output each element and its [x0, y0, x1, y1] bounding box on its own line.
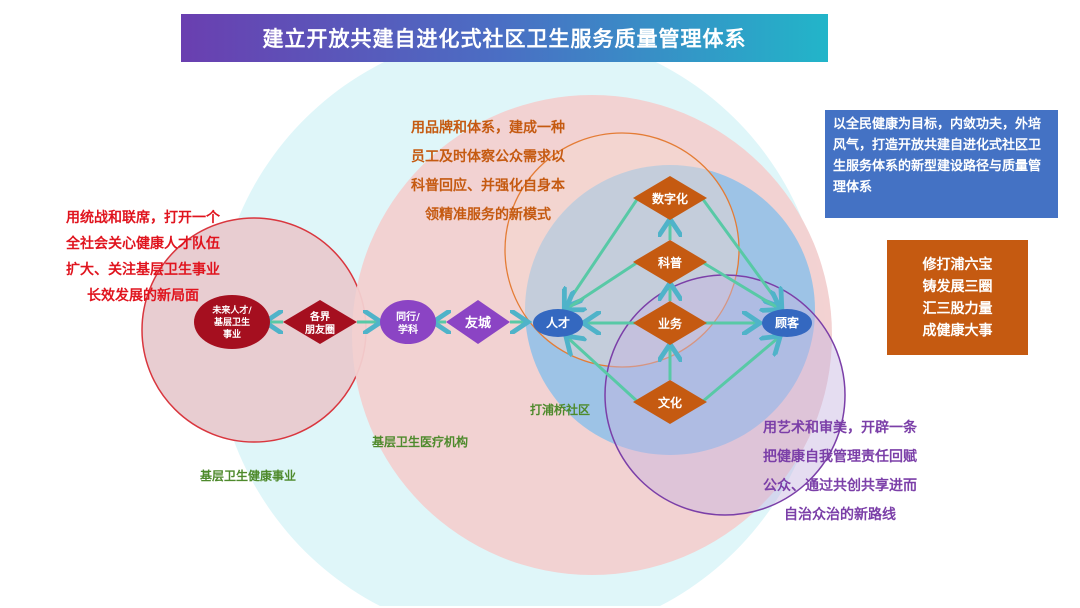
svg-text:数字化: 数字化: [652, 191, 688, 206]
svg-text:友城: 友城: [465, 315, 491, 331]
svg-text:同行/学科: 同行/学科: [396, 310, 420, 336]
outer-label: 基层卫生健康事业: [199, 468, 296, 483]
svg-text:业务: 业务: [658, 316, 683, 331]
city-node: [446, 300, 510, 344]
peer-node: [380, 300, 436, 344]
svg-text:科普: 科普: [658, 255, 682, 270]
svg-text:各界朋友圈: 各界朋友圈: [304, 310, 335, 336]
svg-text:未来人才/基层卫生事业: 未来人才/基层卫生事业: [211, 304, 252, 340]
future-talent-node: [194, 295, 270, 349]
friends-node: [283, 300, 357, 344]
bottom-description: 用艺术和审美，开辟一条把健康自我管理责任回赋公众、通过共创共享进而自治众治的新路…: [763, 420, 917, 523]
goal-box: 以全民健康为目标，内敛功夫，外培风气，打造开放共建自进化式社区卫生服务体系的新型…: [825, 110, 1058, 218]
svg-text:文化: 文化: [658, 395, 682, 410]
customer-node: [762, 309, 812, 337]
middle-label: 基层卫生医疗机构: [371, 434, 468, 449]
slogan-box: 修打浦六宝铸发展三圈汇三股力量成健康大事: [887, 240, 1028, 355]
svg-text:顾客: 顾客: [775, 315, 800, 330]
svg-text:人才: 人才: [546, 315, 570, 330]
science-node: [633, 240, 707, 284]
left-description: 用统战和联席，打开一个全社会关心健康人才队伍扩大、关注基层卫生事业长效发展的新局…: [66, 210, 220, 304]
page-title: 建立开放共建自进化式社区卫生服务质量管理体系: [181, 14, 828, 62]
business-node: [633, 301, 707, 345]
culture-node: [633, 380, 707, 424]
inner-label: 打浦桥社区: [530, 402, 590, 417]
top-description: 用品牌和体系，建成一种员工及时体察公众需求以科普回应、并强化自身本领精准服务的新…: [411, 120, 565, 223]
digital-node: [633, 176, 707, 220]
talent-node: [533, 309, 583, 337]
